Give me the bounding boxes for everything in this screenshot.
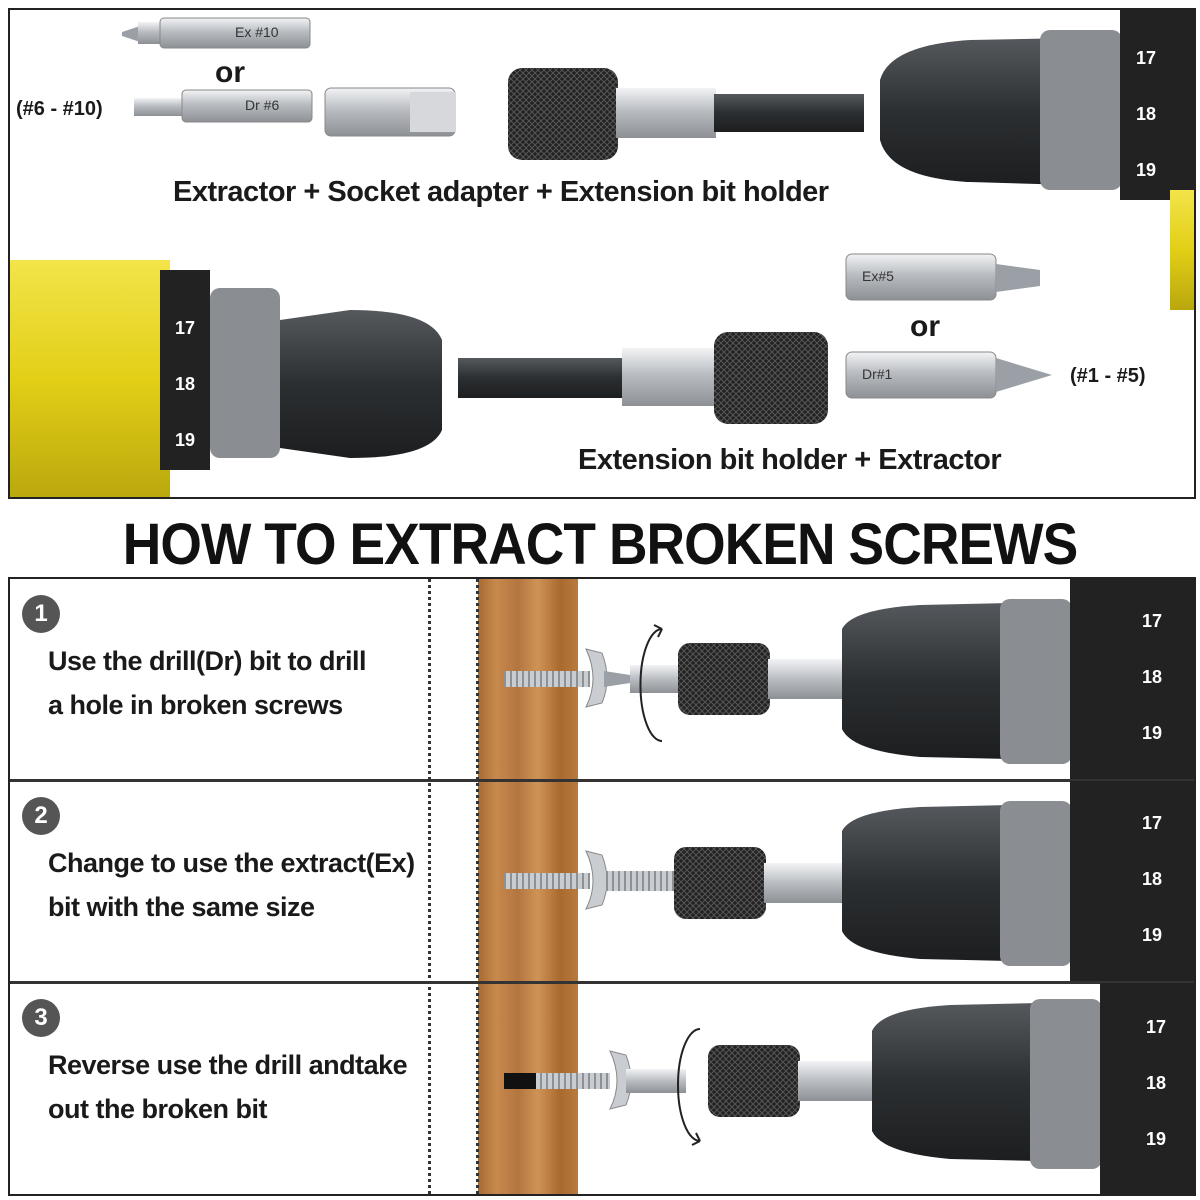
chuck-number: 18 [1141,667,1163,687]
chuck-number: 17 [174,318,196,338]
or-label-upper: or [215,56,245,89]
step-row: 1 Use the drill(Dr) bit to drill a hole … [10,579,428,779]
step1-illustration [504,579,1194,779]
chuck-number: 19 [1141,723,1163,743]
step-line: Use the drill(Dr) bit to drill [48,646,367,676]
extension-bit-holder-upper [508,68,864,160]
row-divider [10,779,1194,782]
chuck-number: 18 [1141,869,1163,889]
drill-chuck-upper [880,10,1194,310]
chuck-number: 18 [1145,1073,1167,1093]
size-range-lower: (#1 - #5) [1070,365,1146,387]
column-divider [476,579,479,1194]
chuck-number: 19 [1145,1129,1167,1149]
size-range-upper: (#6 - #10) [16,98,103,120]
step-text: Use the drill(Dr) bit to drill a hole in… [48,639,367,727]
caption-lower: Extension bit holder + Extractor [578,444,1002,476]
chuck-number: 19 [1141,925,1163,945]
step-line: Change to use the extract(Ex) [48,848,415,878]
bit-label-dr6: Dr #6 [245,97,280,113]
bit-label-ex10: Ex #10 [235,24,279,40]
bit-label-ex5: Ex#5 [862,268,894,284]
step3-illustration [504,983,1194,1194]
step-row: 3 Reverse use the drill andtake out the … [10,983,428,1193]
step-line: out the broken bit [48,1094,267,1124]
extractor-bit-ex10 [122,17,311,49]
socket-adapter [324,87,456,137]
step-line: a hole in broken screws [48,690,343,720]
or-label-lower: or [910,310,940,343]
chuck-number: 18 [1135,104,1157,124]
chuck-scale-step3: 17 18 19 [1136,999,1176,1167]
chuck-number: 17 [1141,813,1163,833]
extractor-bit-ex5 [845,253,1040,301]
drill-body-lower [10,260,442,497]
step-number-badge: 1 [22,595,60,633]
chuck-number: 19 [1135,160,1157,180]
chuck-number: 18 [174,374,196,394]
chuck-number: 17 [1135,48,1157,68]
chuck-scale-upper: 17 18 19 [1126,30,1166,198]
extension-bit-holder-lower [458,332,828,424]
column-divider [428,579,431,1194]
step-line: Reverse use the drill andtake [48,1050,408,1080]
step-text: Reverse use the drill andtake out the br… [48,1043,408,1131]
step2-illustration [504,781,1194,981]
top-assembly-panel: 17 18 19 17 18 19 Ex #10 Dr #6 Ex#5 Dr#1… [8,8,1196,499]
drill-bit-dr1 [845,351,1052,399]
steps-panel: 1 Use the drill(Dr) bit to drill a hole … [8,577,1196,1196]
chuck-number: 19 [174,430,196,450]
step-text: Change to use the extract(Ex) bit with t… [48,841,415,929]
assembly-illustration [10,10,1194,497]
caption-upper: Extractor + Socket adapter + Extension b… [173,176,829,208]
page-title: HOW TO EXTRACT BROKEN SCREWS [122,512,1078,577]
drill-bit-dr6 [134,89,313,123]
row-divider [10,981,1194,984]
step-line: bit with the same size [48,892,315,922]
step-row: 2 Change to use the extract(Ex) bit with… [10,781,428,981]
chuck-number: 17 [1141,611,1163,631]
chuck-scale-lower: 17 18 19 [165,300,205,468]
chuck-scale-step2: 17 18 19 [1132,795,1172,963]
chuck-number: 17 [1145,1017,1167,1037]
step-number-badge: 2 [22,797,60,835]
step-number-badge: 3 [22,999,60,1037]
chuck-scale-step1: 17 18 19 [1132,593,1172,761]
steps-illustration [504,579,1194,1194]
bit-label-dr1: Dr#1 [862,366,893,382]
